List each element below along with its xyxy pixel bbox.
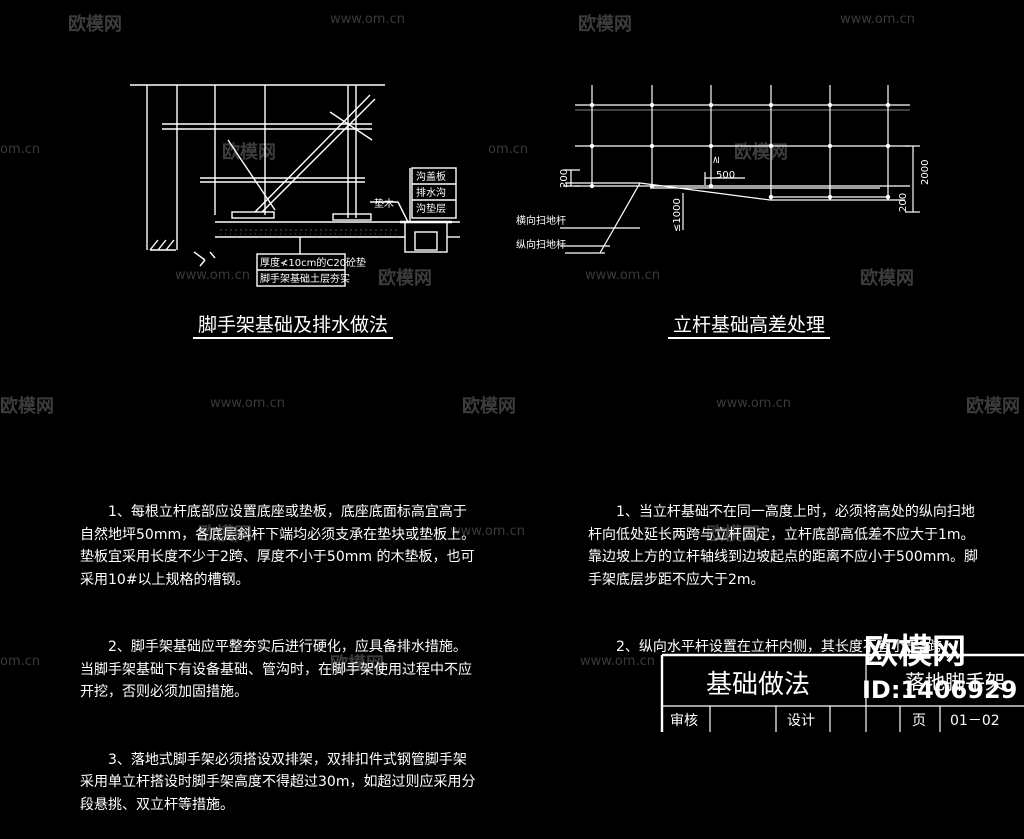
label-pad: 垫木 [374, 197, 394, 210]
title-block-name: 基础做法 [706, 670, 811, 700]
note-left-3: 3、落地式脚手架必须搭设双排架，双排扣件式钢管脚手架采用单立杆搭设时脚手架高度不… [80, 751, 476, 813]
label-soil: 脚手架基础土层夯实 [260, 272, 350, 285]
left-drawing-title: 脚手架基础及排水做法 [197, 314, 388, 336]
label-h200b: 200 [898, 193, 909, 212]
label-c20: 厚度≮10cm的C20砼垫 [260, 256, 366, 269]
watermark-logo: 欧模网 [462, 396, 516, 417]
title-block-review: 审核 [670, 713, 698, 729]
watermark-site: www.om.cn [210, 396, 285, 411]
label-vsweep: 纵向扫地杆 [516, 238, 566, 251]
watermark-site: www.om.cn [840, 12, 915, 27]
watermark-logo: 欧模网 [330, 654, 384, 675]
left-scaffold-drawing [130, 84, 460, 287]
label-d1000: ≤1000 [672, 198, 683, 232]
watermark-logo: 欧模网 [378, 268, 432, 289]
badge-logo: 欧模网 [864, 632, 966, 672]
title-block-page-no: 01－02 [950, 713, 1000, 729]
label-gt500: ≥ [711, 156, 722, 164]
watermark-logo: 欧模网 [0, 396, 54, 417]
label-hsweep: 横向扫地杆 [516, 214, 566, 227]
right-title-underline [668, 337, 830, 339]
watermark-site: www.om.cn [330, 12, 405, 27]
label-drain: 排水沟 [416, 186, 446, 199]
watermark-logo: 欧模网 [198, 524, 252, 545]
watermark-logo: 欧模网 [578, 14, 632, 35]
watermark-logo: 欧模网 [860, 268, 914, 289]
watermark-site: www.om.cn [716, 396, 791, 411]
watermark-site: om.cn [0, 142, 41, 157]
watermark-site: www.om.cn [585, 268, 660, 283]
label-d500: 500 [716, 170, 735, 181]
label-cushion: 沟垫层 [416, 202, 446, 215]
watermark-site: om.cn [488, 142, 529, 157]
right-nodes [589, 102, 891, 200]
watermark-site: www.om.cn [175, 268, 250, 283]
left-slab-hatch [220, 229, 400, 235]
watermark-logo: 欧模网 [734, 142, 788, 163]
notes-left: 1、每根立杆底部应设置底座或垫板，底座底面标高宜高于自然地坪50mm，各底层斜杆… [80, 456, 476, 839]
left-title-underline [193, 337, 393, 339]
watermark-site: www.om.cn [580, 654, 655, 669]
label-d2000: 2000 [920, 160, 931, 185]
cad-drawings: 沟盖板 排水沟 沟垫层 垫木 厚度≮10cm的C20砼垫 脚手架基础土层夯实 2… [130, 84, 1024, 732]
watermark-logo: 欧模网 [966, 396, 1020, 417]
watermark-logo: 欧模网 [68, 14, 122, 35]
title-block-frame [660, 653, 1024, 732]
note-left-2: 2、脚手架基础应平整夯实后进行硬化，应具备排水措施。当脚手架基础下有设备基础、管… [80, 639, 472, 700]
note-right-2: 2、纵向水平杆设置在立杆内侧，其长度不宜小于3跨。 [588, 639, 956, 655]
right-scaffold-drawing [560, 85, 920, 254]
label-h200a: 200 [559, 169, 570, 188]
watermark-site: om.cn [0, 654, 41, 669]
watermark-site: www.om.cn [450, 524, 525, 539]
title-block-sub: 落地脚手架 [905, 670, 1005, 694]
note-right-1: 1、当立杆基础不在同一高度上时，必须将高处的纵向扫地杆向低处延长两跨与立杆固定，… [588, 504, 978, 588]
notes-right: 1、当立杆基础不在同一高度上时，必须将高处的纵向扫地杆向低处延长两跨与立杆固定，… [588, 456, 980, 681]
right-drawing-title: 立杆基础高差处理 [672, 314, 825, 336]
watermark-logo: 欧模网 [706, 524, 760, 545]
title-block-design: 设计 [787, 713, 815, 729]
title-block-page-label: 页 [912, 713, 926, 729]
badge-id: ID:1406929 [862, 676, 1018, 704]
watermark-logo: 欧模网 [222, 142, 276, 163]
note-left-1: 1、每根立杆底部应设置底座或垫板，底座底面标高宜高于自然地坪50mm，各底层斜杆… [80, 504, 476, 588]
label-cover: 沟盖板 [416, 170, 446, 183]
